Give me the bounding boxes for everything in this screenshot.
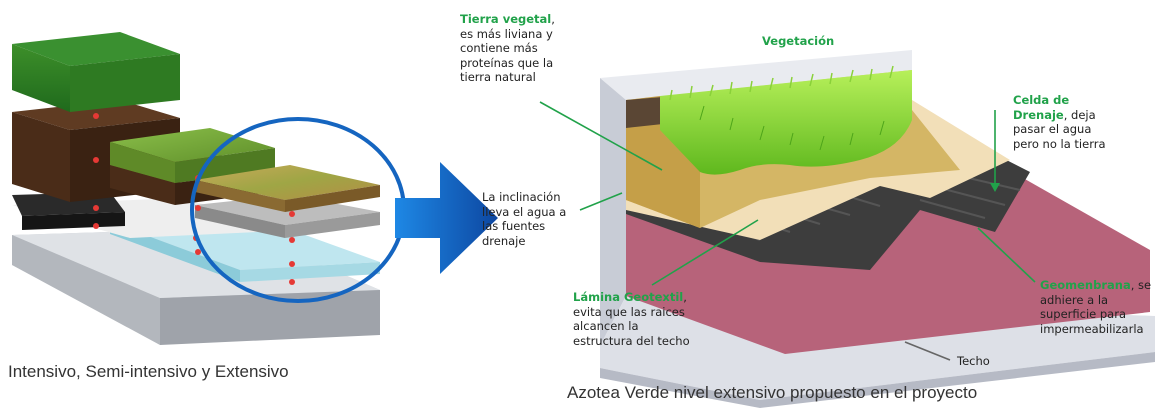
green-roof-section <box>600 50 1155 408</box>
leader-lines <box>539 101 1036 361</box>
left-caption: Intensivo, Semi-intensivo y Extensivo <box>8 362 289 381</box>
label-celda-drenaje: Celda de Drenaje, deja pasar el agua per… <box>1013 93 1106 151</box>
transition-arrow <box>395 162 498 274</box>
label-inclinacion: La inclinación lleva el agua a las fuent… <box>482 190 567 248</box>
layer-samples-illustration <box>12 32 406 345</box>
label-geomenbrana: Geomenbrana, se adhiere a la superficie … <box>1040 278 1152 336</box>
label-techo: Techo <box>957 354 990 368</box>
right-caption: Azotea Verde nivel extensivo propuesto e… <box>567 383 978 402</box>
label-tierra-vegetal: Tierra vegetal, es más liviana y contien… <box>460 12 555 84</box>
label-vegetacion: Vegetación <box>762 34 835 48</box>
label-lamina-geotextil: Lámina Geotextil, evita que las raices a… <box>573 290 690 348</box>
